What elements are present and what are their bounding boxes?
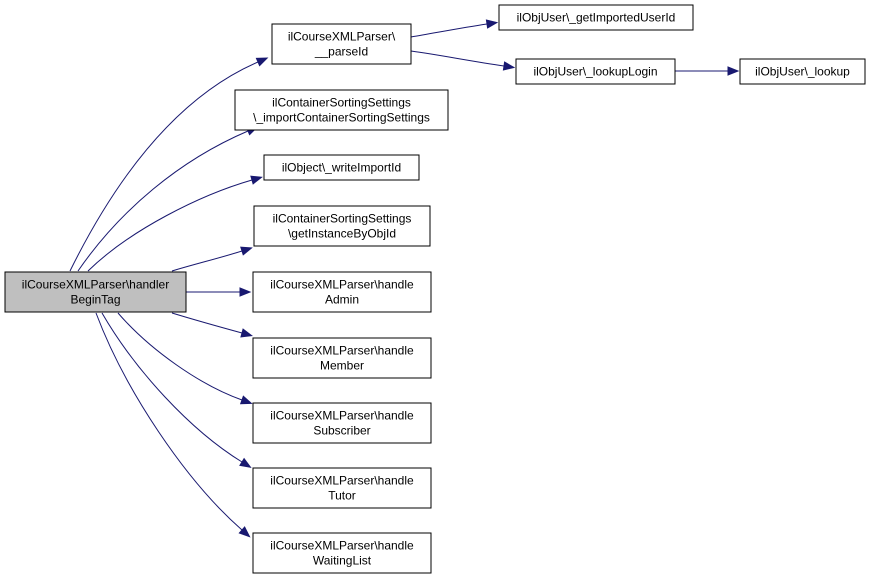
- node-box: [252, 271, 432, 313]
- node-writeImportId[interactable]: ilObject\_writeImportId: [263, 154, 420, 181]
- edge-root-to-handleAdmin: [186, 287, 252, 297]
- edge-line: [69, 61, 259, 272]
- edge-line: [117, 312, 243, 401]
- node-label: Member: [320, 359, 364, 373]
- node-label: ilObjUser\_lookupLogin: [533, 65, 657, 79]
- node-label: Tutor: [328, 489, 356, 503]
- node-label: ilObjUser\_getImportedUserId: [517, 11, 676, 25]
- edge-line: [77, 130, 249, 272]
- node-label: ilContainerSortingSettings: [273, 212, 412, 226]
- node-box: [253, 205, 431, 247]
- edge-line: [171, 250, 243, 272]
- edge-line: [410, 50, 505, 67]
- node-lookup[interactable]: ilObjUser\_lookup: [739, 58, 866, 85]
- arrowhead: [238, 526, 251, 538]
- arrowhead: [239, 287, 252, 297]
- node-box: [4, 271, 187, 313]
- edge-line: [101, 312, 243, 463]
- edge-root-to-handleTutor: [101, 312, 252, 468]
- edge-line: [171, 312, 243, 334]
- node-box: [498, 4, 694, 31]
- node-box: [271, 23, 412, 65]
- edge-lookupLogin-to-lookup: [675, 66, 740, 76]
- edge-line: [95, 312, 243, 531]
- edge-parseId-to-getImportedUserId: [410, 19, 499, 38]
- edge-root-to-writeImportId: [87, 175, 263, 272]
- node-label: BeginTag: [70, 293, 120, 307]
- arrowhead: [239, 395, 253, 405]
- edge-root-to-handleMember: [171, 312, 253, 338]
- graph-nodes: ilCourseXMLParser\handlerBeginTagilCours…: [4, 4, 866, 574]
- node-box: [252, 402, 432, 444]
- node-label: ilCourseXMLParser\handle: [270, 539, 414, 553]
- node-label: ilContainerSortingSettings: [272, 96, 411, 110]
- node-label: ilCourseXMLParser\handle: [270, 409, 414, 423]
- arrowhead: [239, 457, 252, 468]
- arrowhead: [502, 61, 516, 71]
- arrowhead: [240, 246, 253, 256]
- node-label: ilCourseXMLParser\handle: [270, 278, 414, 292]
- node-box: [515, 58, 676, 85]
- arrowhead: [250, 175, 263, 185]
- edge-line: [87, 179, 253, 272]
- arrowhead: [727, 66, 740, 76]
- edge-root-to-parseId: [69, 57, 269, 272]
- node-box: [263, 154, 420, 181]
- edge-line: [410, 23, 488, 38]
- node-lookupLogin[interactable]: ilObjUser\_lookupLogin: [515, 58, 676, 85]
- edge-root-to-getInstanceByObjId: [171, 246, 253, 272]
- node-label: ilCourseXMLParser\: [288, 30, 396, 44]
- edge-root-to-importSorting: [77, 126, 259, 272]
- node-label: WaitingList: [313, 554, 372, 568]
- edge-root-to-handleWaitingList: [95, 312, 251, 538]
- node-parseId[interactable]: ilCourseXMLParser\__parseId: [271, 23, 412, 65]
- node-label: ilObjUser\_lookup: [755, 65, 850, 79]
- node-label: ilCourseXMLParser\handle: [270, 344, 414, 358]
- node-box: [252, 467, 432, 509]
- node-label: ilObject\_writeImportId: [282, 161, 401, 175]
- arrowhead: [240, 328, 253, 338]
- node-label: __parseId: [314, 45, 368, 59]
- arrowhead: [485, 19, 499, 29]
- node-importSorting[interactable]: ilContainerSortingSettings\_importContai…: [234, 89, 449, 131]
- node-box: [252, 532, 432, 574]
- node-label: \getInstanceByObjId: [288, 227, 396, 241]
- arrowhead: [255, 57, 269, 67]
- node-label: \_importContainerSortingSettings: [253, 111, 430, 125]
- edge-parseId-to-lookupLogin: [410, 50, 516, 71]
- node-getImportedUserId[interactable]: ilObjUser\_getImportedUserId: [498, 4, 694, 31]
- node-label: Admin: [325, 293, 359, 307]
- node-label: Subscriber: [313, 424, 370, 438]
- node-box: [234, 89, 449, 131]
- node-box: [252, 337, 432, 379]
- node-box: [739, 58, 866, 85]
- node-label: ilCourseXMLParser\handler: [22, 278, 169, 292]
- node-label: ilCourseXMLParser\handle: [270, 474, 414, 488]
- node-getInstanceByObjId[interactable]: ilContainerSortingSettings\getInstanceBy…: [253, 205, 431, 247]
- edge-root-to-handleSubscriber: [117, 312, 253, 405]
